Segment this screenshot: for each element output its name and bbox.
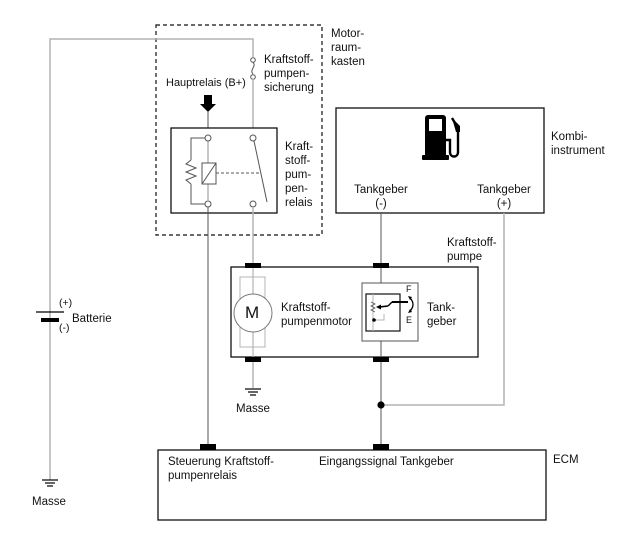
ecm-sender-input-label: Eingangssignal Tankgeber	[319, 456, 454, 468]
ecm-box	[157, 449, 547, 521]
connector-ecm-relay	[200, 444, 216, 450]
engine-compartment-label: Motor- raum- kasten	[331, 28, 365, 68]
pump-motor-label: Kraftstoff- pumpenmotor	[281, 302, 352, 328]
relay-switch-icon	[249, 134, 268, 208]
fuse-label: Kraftstoff- pumpen- sicherung	[264, 54, 314, 94]
fuel-pump-icon	[422, 115, 460, 160]
pump-ground-label: Masse	[236, 403, 270, 415]
connector-pump-bottom-left	[245, 357, 261, 362]
pump-motor-icon	[233, 268, 273, 357]
tank-sender-icon	[361, 268, 419, 357]
pump-relay-label: Kraft- stoff- pum- pen- relais	[285, 141, 314, 209]
fuel-pump-label: Kraftstoff- pumpe	[447, 237, 497, 263]
relay-coil-icon	[184, 134, 260, 208]
pump-relay-box	[170, 127, 278, 214]
connector-pump-top-left	[245, 263, 261, 268]
battery-label: Batterie	[72, 313, 112, 325]
battery-ground-label: Masse	[32, 496, 66, 508]
tank-sender-label: Tank- geber	[427, 302, 457, 328]
connector-pump-top-right	[373, 263, 389, 268]
battery-icon	[36, 311, 64, 322]
main-relay-arrow-icon	[200, 95, 216, 112]
instrument-cluster-label: Kombi- instrument	[551, 131, 605, 157]
junction-dot	[377, 401, 385, 409]
gauge-full-label: F	[406, 284, 412, 294]
motor-symbol-label: M	[245, 303, 260, 322]
sender-plus-wire	[381, 213, 505, 406]
connector-pump-bottom-right	[373, 357, 389, 362]
engine-compartment-box	[155, 24, 323, 236]
ecm-relay-control-label: Steuerung Kraftstoff- pumpenrelais	[168, 456, 274, 482]
fuse-icon	[250, 57, 256, 80]
connector-ecm-sender	[373, 444, 389, 450]
battery-minus-label: (-)	[59, 322, 70, 334]
ecm-label: ECM	[553, 454, 579, 466]
battery-wire	[49, 38, 254, 480]
sender-minus-label: Tankgeber (-)	[354, 184, 408, 210]
battery-plus-label: (+)	[59, 297, 73, 309]
sender-plus-label: Tankgeber (+)	[477, 184, 531, 210]
main-relay-label: Hauptrelais (B+)	[166, 77, 246, 89]
battery-ground-icon	[42, 479, 58, 487]
gauge-empty-label: E	[406, 315, 413, 325]
pump-ground-icon	[245, 388, 261, 396]
